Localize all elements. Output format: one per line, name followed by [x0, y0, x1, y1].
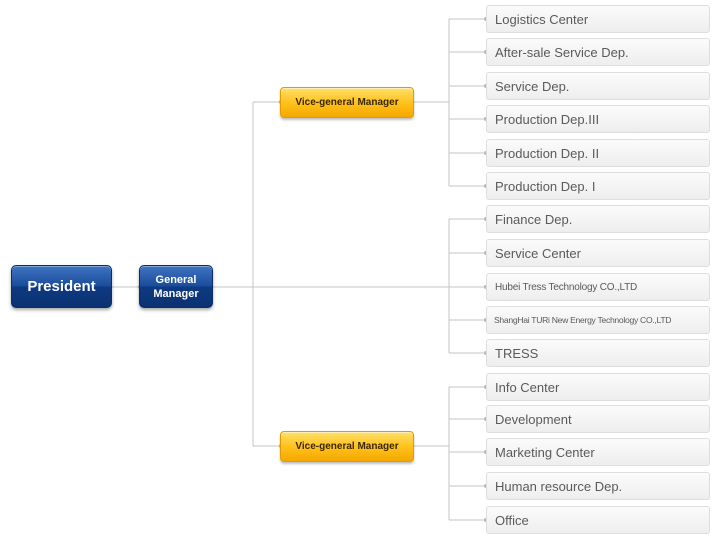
- dept-service-center: Service Center: [486, 239, 710, 267]
- dept-after-sale-service: After-sale Service Dep.: [486, 38, 710, 66]
- dept-development: Development: [486, 405, 710, 433]
- vice-general-manager-node-1: Vice-general Manager: [280, 87, 414, 118]
- dept-hubei-tress: Hubei Tress Technology CO.,LTD: [486, 273, 710, 301]
- dept-production-1: Production Dep. I: [486, 172, 710, 200]
- dept-logistics-center: Logistics Center: [486, 5, 710, 33]
- dept-marketing-center: Marketing Center: [486, 438, 710, 466]
- dept-info-center: Info Center: [486, 373, 710, 401]
- dept-production-2: Production Dep. II: [486, 139, 710, 167]
- dept-human-resource: Human resource Dep.: [486, 472, 710, 500]
- vice-general-manager-node-2: Vice-general Manager: [280, 431, 414, 462]
- dept-production-3: Production Dep.III: [486, 105, 710, 133]
- dept-shanghai-turi: ShangHai TURi New Energy Technology CO.,…: [486, 306, 710, 334]
- dept-office: Office: [486, 506, 710, 534]
- president-node: President: [11, 265, 112, 308]
- general-manager-node: General Manager: [139, 265, 213, 308]
- dept-service: Service Dep.: [486, 72, 710, 100]
- dept-tress: TRESS: [486, 339, 710, 367]
- dept-finance: Finance Dep.: [486, 205, 710, 233]
